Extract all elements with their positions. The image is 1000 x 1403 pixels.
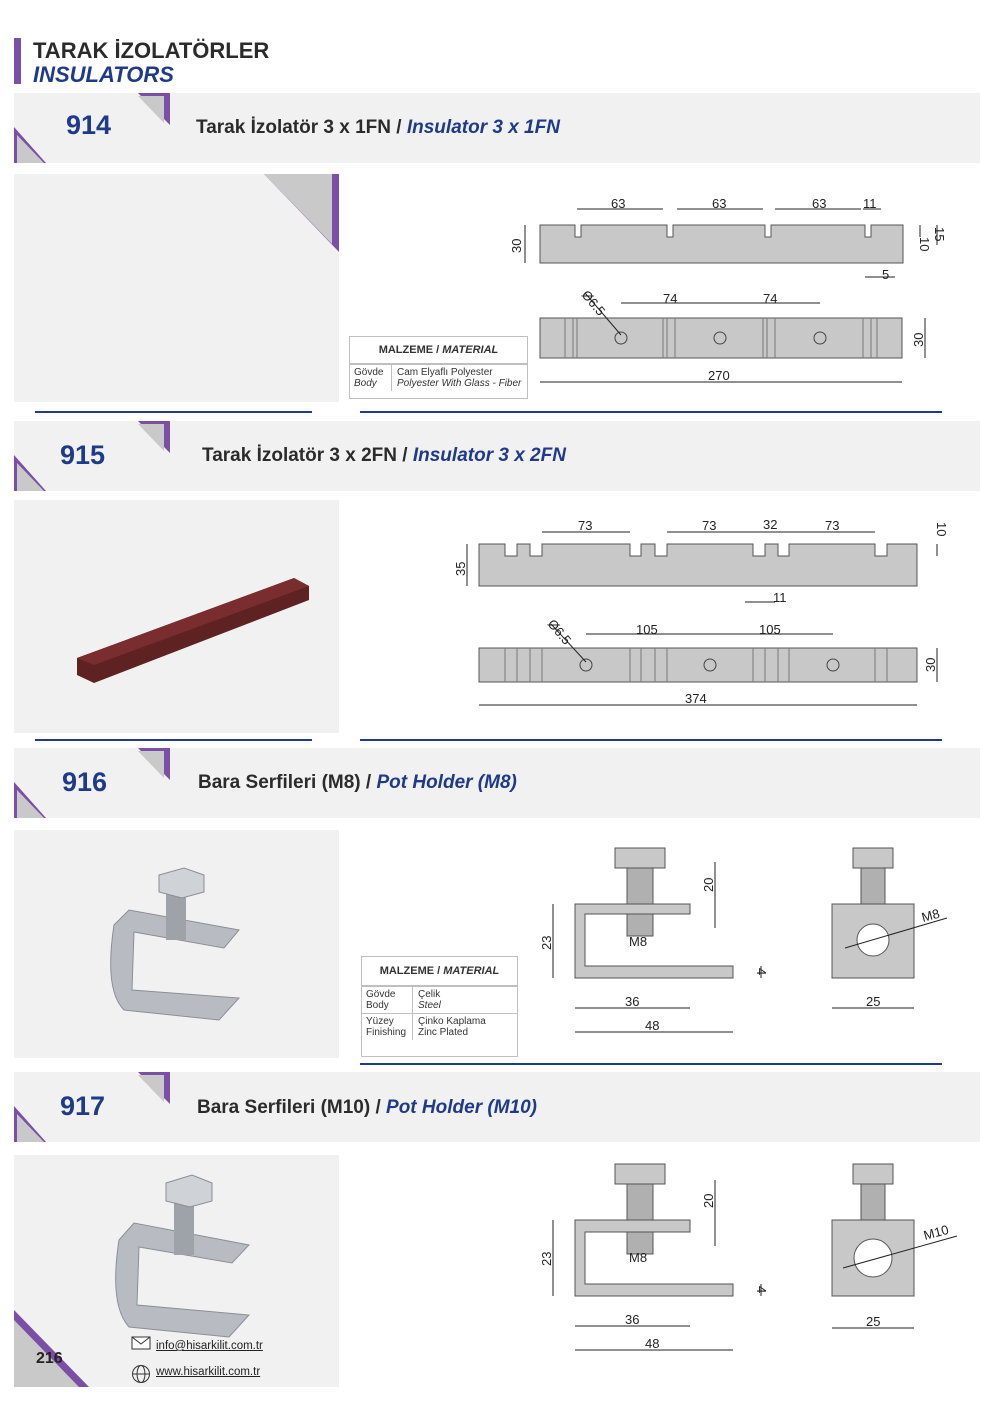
insulator-image bbox=[77, 578, 309, 683]
section-917-bar bbox=[14, 1072, 980, 1142]
section-915-bar bbox=[14, 421, 980, 491]
dim-label: Ø6.5 bbox=[579, 287, 609, 318]
product-photo-916 bbox=[14, 830, 339, 1058]
email-link[interactable]: info@hisarkilit.com.tr bbox=[156, 1340, 263, 1352]
dim-label: 35 bbox=[453, 562, 468, 576]
dim-label: 374 bbox=[685, 691, 707, 706]
divider bbox=[360, 411, 942, 413]
section-corner-decor bbox=[14, 421, 170, 491]
divider bbox=[35, 739, 312, 741]
divider bbox=[35, 411, 312, 413]
section-code: 915 bbox=[60, 440, 106, 470]
dim-label: Ø6.5 bbox=[545, 616, 575, 647]
dim-label: 10 bbox=[917, 237, 932, 251]
section-code: 916 bbox=[62, 767, 108, 797]
drawing-917: 20 23 M8 4 36 48 M10 25 bbox=[539, 1163, 958, 1351]
dim-label: 105 bbox=[636, 622, 658, 637]
divider bbox=[360, 1063, 942, 1065]
dim-label: 30 bbox=[911, 333, 926, 347]
dim-label: 11 bbox=[773, 590, 787, 605]
page-subtitle: INSULATORS bbox=[33, 62, 174, 87]
dim-label: 63 bbox=[611, 196, 625, 211]
dim-label: 48 bbox=[645, 1018, 659, 1033]
dim-label: 105 bbox=[759, 622, 781, 637]
dim-label: 73 bbox=[825, 518, 839, 533]
drawing-915: 73 73 32 73 35 10 11 Ø6.5 105 105 30 374 bbox=[453, 517, 949, 706]
section-corner-decor bbox=[14, 748, 170, 818]
dim-label: 25 bbox=[866, 1314, 880, 1329]
insulator-image bbox=[89, 174, 339, 496]
dim-label: 74 bbox=[763, 291, 777, 306]
product-photo-915 bbox=[14, 500, 339, 733]
section-914-bar bbox=[14, 93, 980, 163]
dim-label: 36 bbox=[625, 1312, 639, 1327]
dim-label: 270 bbox=[708, 368, 730, 383]
drawing-916: 20 23 M8 4 36 48 M8 25 bbox=[539, 847, 948, 1033]
section-code: 917 bbox=[60, 1091, 106, 1121]
product-photo-917 bbox=[14, 1155, 339, 1387]
website-link[interactable]: www.hisarkilit.com.tr bbox=[156, 1366, 261, 1378]
email-icon bbox=[131, 1336, 151, 1350]
section-title: Bara Serfileri (M10) / Pot Holder (M10) bbox=[197, 1097, 537, 1118]
section-title: Tarak İzolatör 3 x 2FN / Insulator 3 x 2… bbox=[202, 445, 566, 466]
dim-label: 11 bbox=[863, 196, 877, 211]
dim-label: 30 bbox=[509, 239, 524, 253]
dim-label: M10 bbox=[922, 1222, 950, 1243]
dim-label: 48 bbox=[645, 1336, 659, 1351]
section-title: Tarak İzolatör 3 x 1FN / Insulator 3 x 1… bbox=[196, 117, 560, 138]
dim-label: 73 bbox=[578, 518, 592, 533]
dim-label: 4 bbox=[754, 1286, 769, 1293]
section-title: Bara Serfileri (M8) / Pot Holder (M8) bbox=[198, 772, 517, 793]
dim-label: M8 bbox=[629, 934, 647, 949]
drawing-914: 63 63 63 11 30 10 15 5 Ø6.5 74 74 30 270 bbox=[509, 196, 947, 383]
header-accent-bar bbox=[14, 38, 21, 84]
product-photo-914 bbox=[14, 174, 339, 496]
page-title: TARAK İZOLATÖRLER bbox=[33, 38, 270, 63]
dim-label: M8 bbox=[629, 1250, 647, 1265]
dim-label: 73 bbox=[702, 518, 716, 533]
dim-label: 23 bbox=[539, 936, 554, 950]
pot-holder-image bbox=[110, 867, 241, 1021]
section-corner-decor bbox=[14, 1072, 170, 1142]
pot-holder-image bbox=[14, 1174, 251, 1387]
dim-label: 63 bbox=[812, 196, 826, 211]
page-number: 216 bbox=[36, 1350, 63, 1367]
dim-label: 15 bbox=[932, 227, 947, 241]
dim-label: 36 bbox=[625, 994, 639, 1009]
dim-label: 20 bbox=[701, 1194, 716, 1208]
globe-icon bbox=[132, 1365, 150, 1383]
dim-label: 5 bbox=[882, 267, 889, 282]
dim-label: 10 bbox=[934, 522, 949, 536]
dim-label: 74 bbox=[663, 291, 677, 306]
dim-label: 4 bbox=[754, 968, 769, 975]
dim-label: 32 bbox=[763, 517, 777, 532]
dim-label: M8 bbox=[920, 906, 941, 925]
dim-label: 25 bbox=[866, 994, 880, 1009]
section-corner-decor bbox=[14, 93, 170, 163]
divider bbox=[360, 739, 942, 741]
section-916-bar bbox=[14, 748, 980, 818]
dim-label: 63 bbox=[712, 196, 726, 211]
dim-label: 30 bbox=[923, 658, 938, 672]
dim-label: 23 bbox=[539, 1252, 554, 1266]
section-code: 914 bbox=[66, 110, 112, 140]
dim-label: 20 bbox=[701, 878, 716, 892]
